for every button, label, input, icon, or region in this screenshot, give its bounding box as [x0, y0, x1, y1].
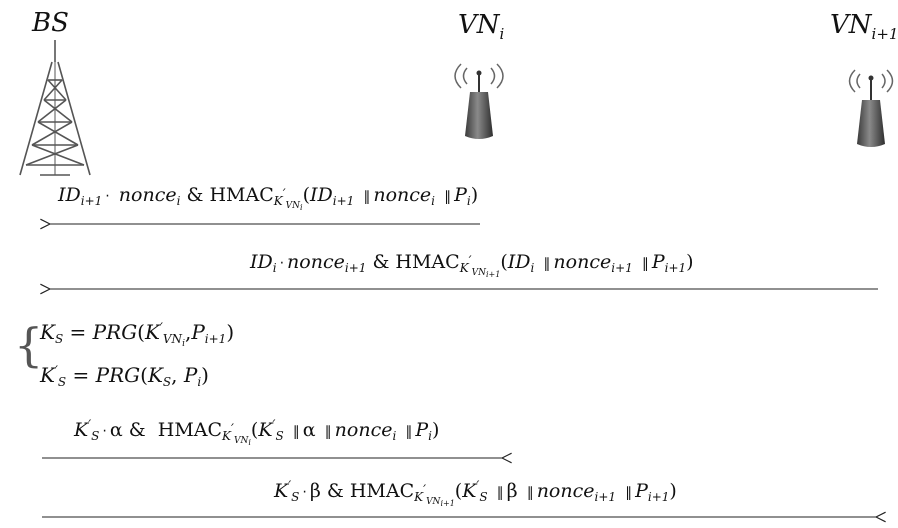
base-station-tower-icon: [19, 40, 91, 176]
vn-next-label: VNi+1: [830, 10, 898, 43]
msg1-label: IDi+1‧ noncei & HMACK′VNi(IDi+1 ∥noncei …: [58, 184, 479, 212]
msg4-label: K′S‧β & HMACK′VNi+1(K′S ∥β ∥noncei+1 ∥Pi…: [274, 479, 677, 508]
vn-i-label: VNi: [458, 10, 505, 43]
msg3-label: K′S‧α & HMACK′VNi(K′S ∥α ∥noncei ∥Pi): [74, 418, 440, 447]
ks-derivation: KS = PRG(K′VNi,Pi+1): [40, 320, 235, 349]
msg2-label: IDi‧noncei+1 & HMACK′VNi+1(IDi ∥noncei+1…: [250, 251, 694, 279]
vn-next-device-icon: [848, 69, 894, 147]
bs-label: BS: [32, 8, 69, 38]
left-brace: {: [14, 318, 44, 372]
vn-i-device-icon: [454, 63, 504, 139]
ks-prime-derivation: K′S = PRG(KS, Pi): [40, 363, 209, 389]
